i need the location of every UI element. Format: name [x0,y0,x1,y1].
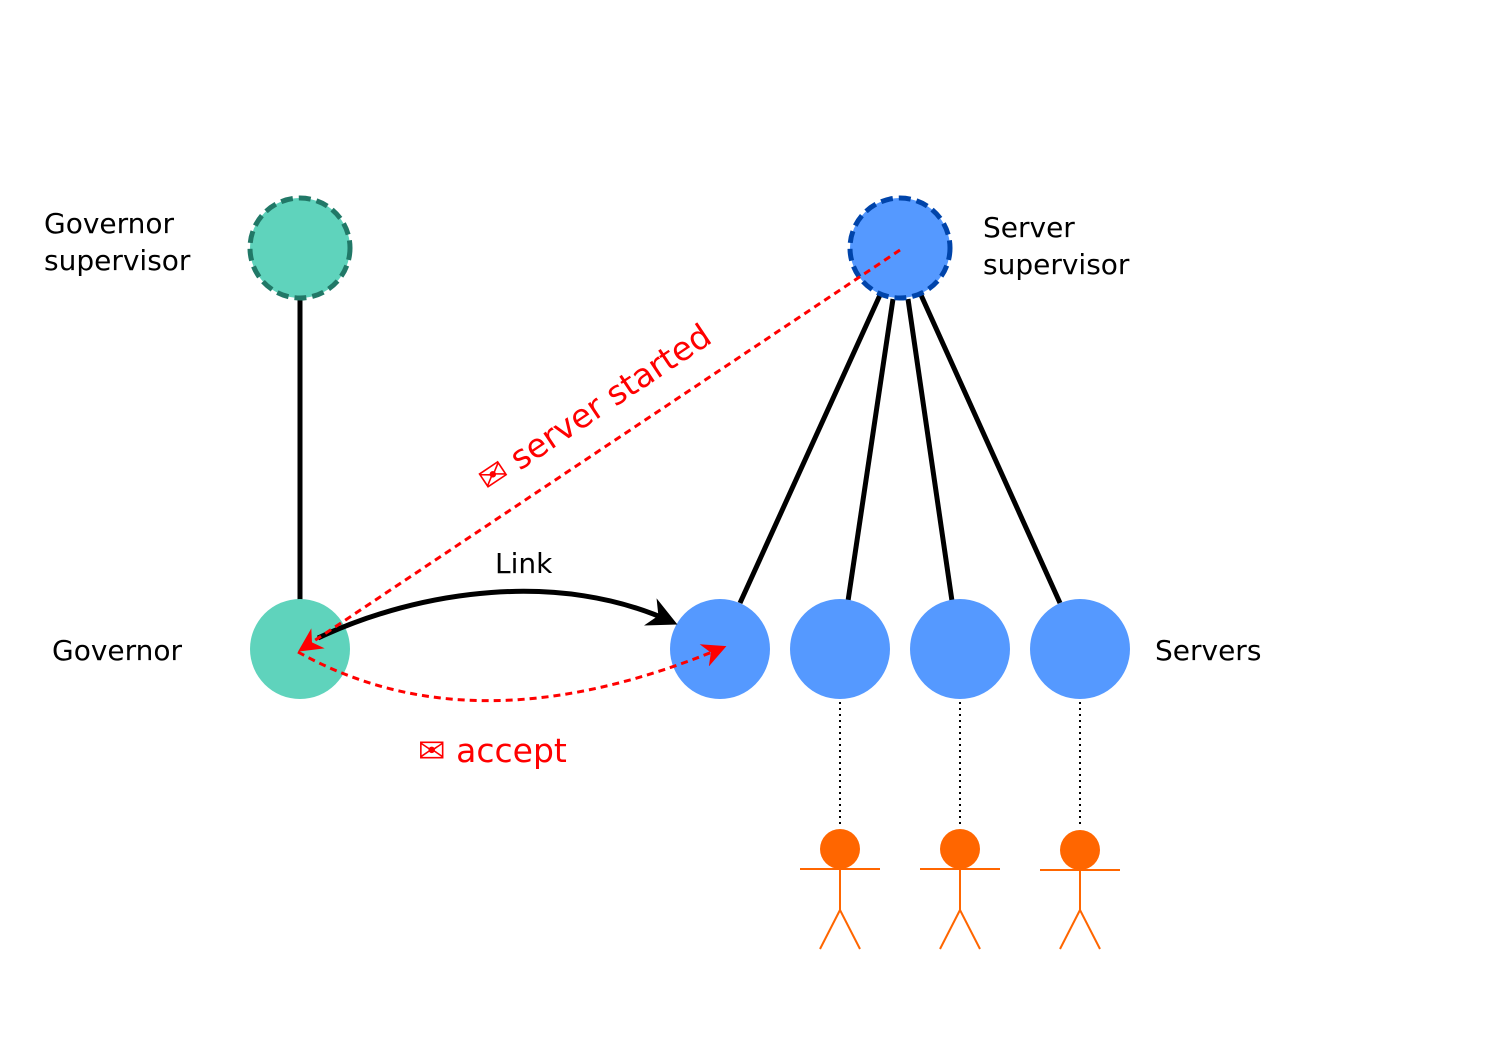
server-supervisor-node [847,195,953,301]
client-stick-figure-icon-2 [920,829,1000,950]
governor-supervisor-node [247,195,353,301]
server-started-message-label: ✉ server started [471,316,718,499]
governor-node [250,599,350,699]
servers-label: Servers [1155,634,1261,667]
accept-message-arrow [297,644,727,703]
server-supervisor-label-line1: Server [983,211,1075,244]
accept-message-label: ✉ accept [418,731,567,770]
link-label: Link [495,547,553,580]
client-stick-figure-icon-1 [800,829,880,950]
governor-label: Governor [52,634,183,667]
client-stick-figure-icon-3 [1040,830,1120,950]
server-node-3 [910,599,1010,699]
server-supervision-edge-4 [918,293,1063,605]
server-supervision-edge-2 [845,298,896,602]
governor-supervisor-label-line1: Governor [44,207,175,240]
link-arrow [316,588,678,641]
governor-supervisor-label-line2: supervisor [44,244,191,277]
server-supervisor-label-line2: supervisor [983,248,1130,281]
server-supervision-edge-1 [737,293,883,605]
server-node-2 [790,599,890,699]
server-supervision-edge-3 [905,298,955,602]
server-node-4 [1030,599,1130,699]
